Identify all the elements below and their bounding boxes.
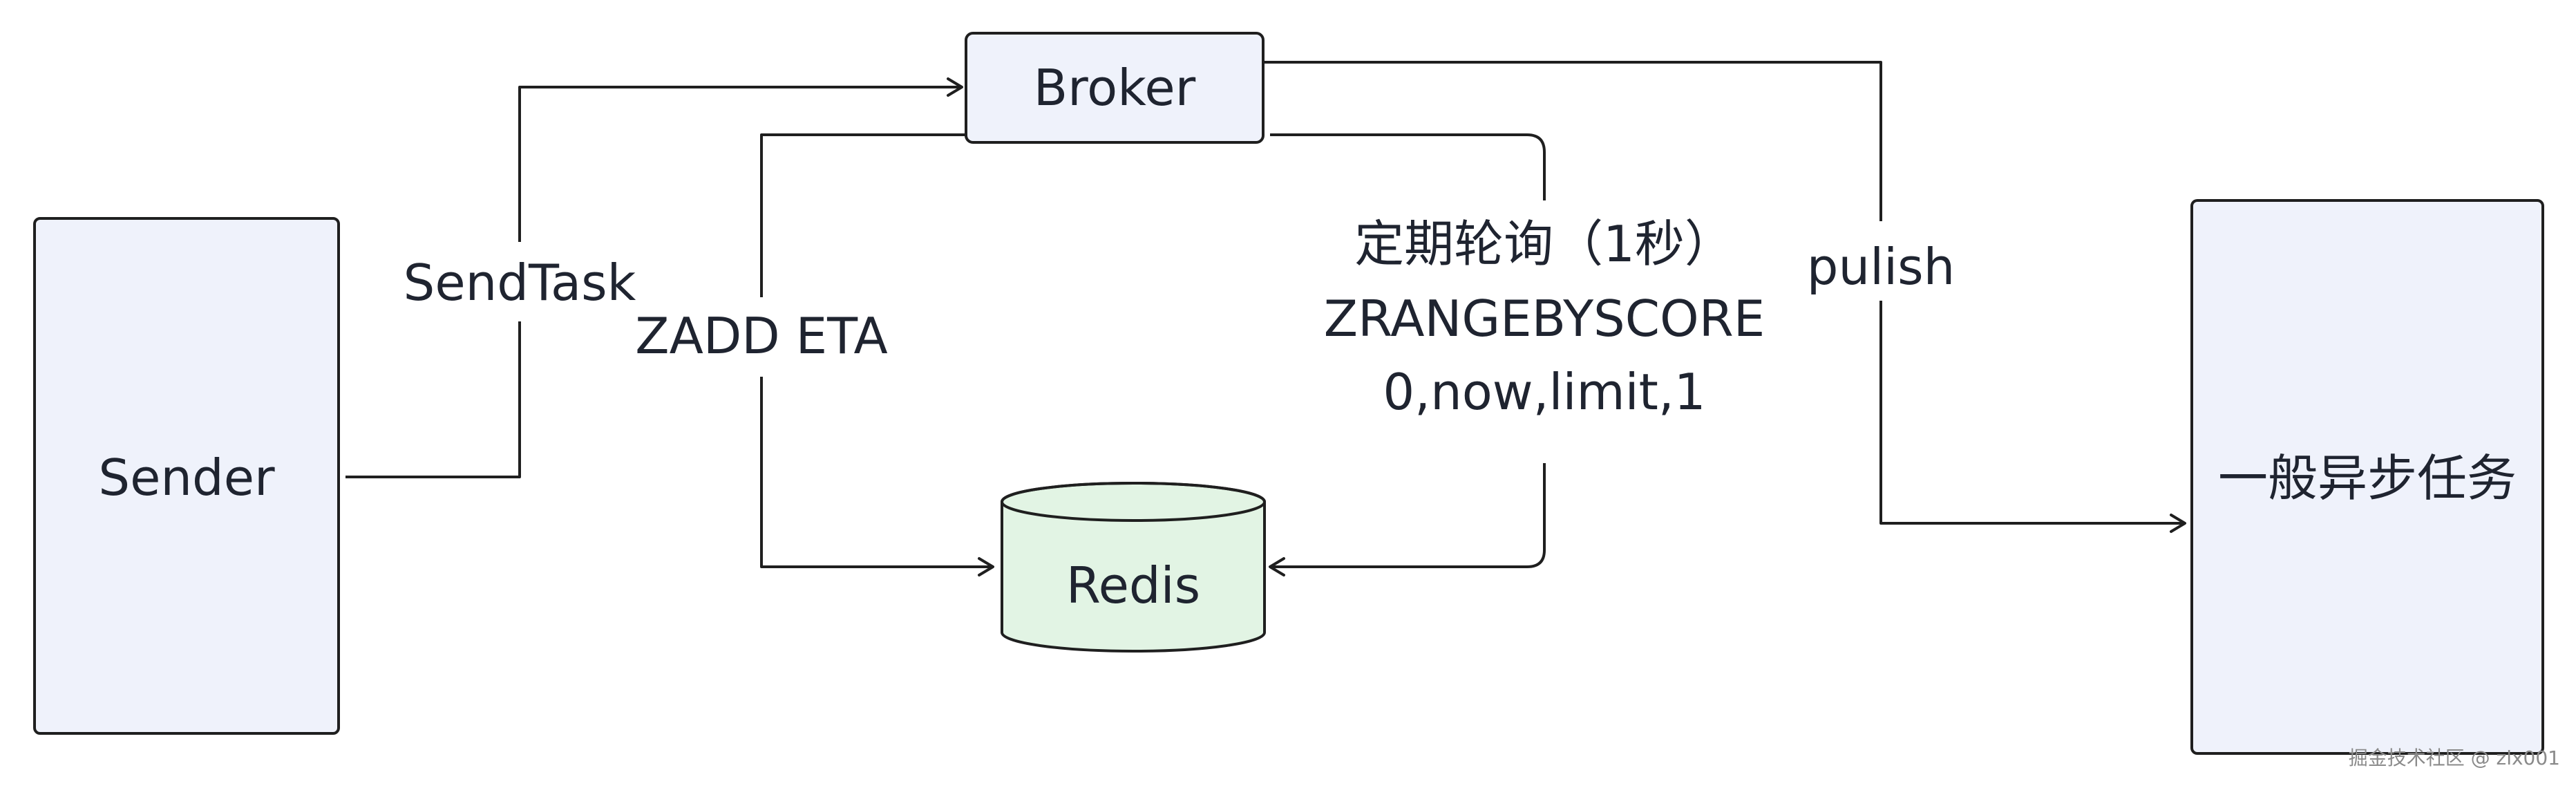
edge-label-publish: pulish — [1807, 238, 1955, 296]
watermark: 掘金技术社区 @ zlx001 — [2349, 747, 2560, 769]
arrowhead-icon — [2170, 514, 2186, 533]
node-broker: Broker — [965, 32, 1265, 144]
edge-label-zadd-eta: ZADD ETA — [635, 307, 887, 365]
node-sender-label: Sender — [98, 449, 275, 507]
edge-label-poll-command: ZRANGEBYSCORE — [1324, 290, 1765, 348]
arrowhead-icon — [978, 557, 994, 576]
node-redis-label: Redis — [1066, 556, 1200, 615]
edge-label-poll-args: 0,now,limit,1 — [1383, 363, 1705, 421]
arrowhead-icon — [1269, 557, 1285, 576]
edge-label-send-task: SendTask — [404, 254, 636, 312]
node-redis: Redis — [1001, 482, 1266, 653]
node-broker-label: Broker — [1034, 59, 1196, 117]
node-sender: Sender — [33, 217, 340, 735]
arrowhead-icon — [947, 77, 963, 97]
node-async-task-label: 一般异步任务 — [2218, 449, 2517, 507]
edge-label-poll-interval: 定期轮询（1秒） — [1354, 215, 1734, 273]
node-async-task: 一般异步任务 — [2190, 199, 2544, 755]
